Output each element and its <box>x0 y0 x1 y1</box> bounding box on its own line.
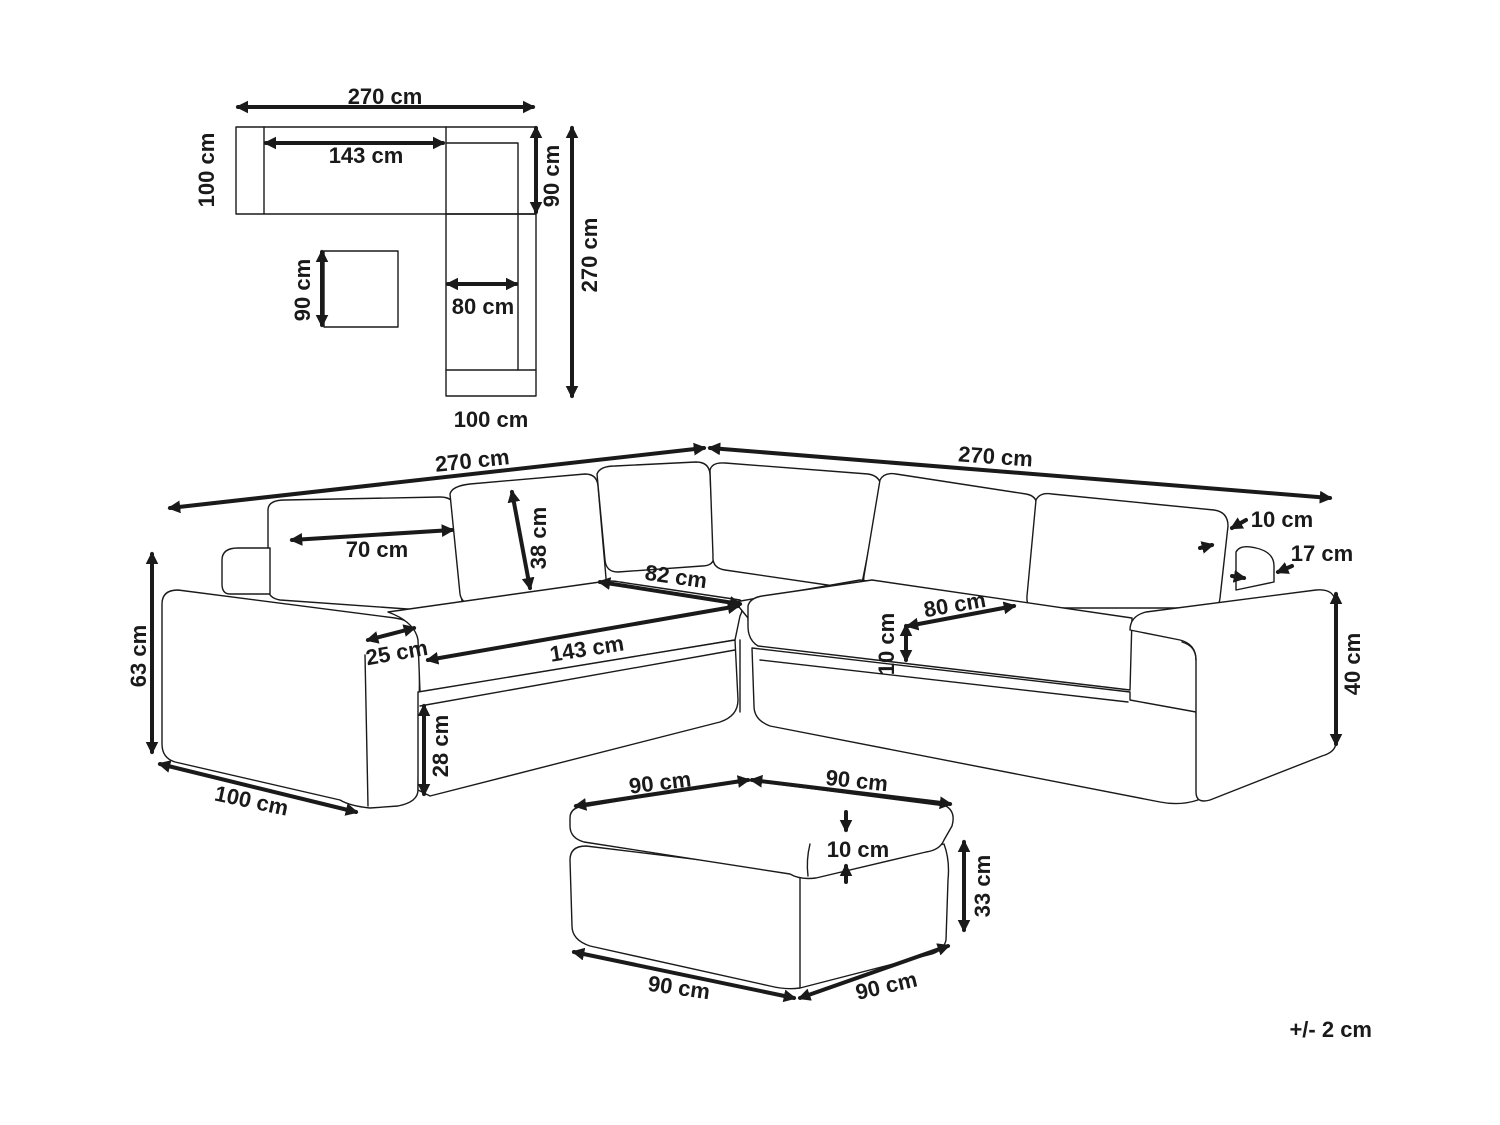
plan-inner-label: 143 cm <box>329 143 404 168</box>
corner-seat-arrow <box>597 577 743 609</box>
tolerance-note: +/- 2 cm <box>1289 1017 1372 1042</box>
ottoman-top-left-arrow <box>573 775 751 811</box>
back-thickness-arrow <box>1198 541 1215 554</box>
cushion-width-arrow <box>289 524 455 546</box>
arm-height-label: 40 cm <box>1340 633 1365 695</box>
ottoman-bottom-right-arrow <box>797 943 951 1001</box>
arm-thickness-label: 17 cm <box>1291 541 1353 566</box>
right-length-label: 270 cm <box>957 441 1033 471</box>
right-seat <box>747 579 1133 691</box>
ottoman-cushion-label: 10 cm <box>827 837 889 862</box>
sofa-view: 270 cm 270 cm 70 cm 38 cm 82 cm 143 cm 2… <box>126 441 1365 820</box>
arm-thickness-arrow <box>1230 570 1247 583</box>
ottoman-height-label: 33 cm <box>970 855 995 917</box>
side-depth-arrow <box>157 760 359 816</box>
cushion-width-label: 70 cm <box>346 537 408 562</box>
plan-ottoman-label: 90 cm <box>290 259 315 321</box>
ottoman-top-right-arrow <box>749 774 953 810</box>
plan-width-label: 270 cm <box>348 84 423 109</box>
seat-height-label: 28 cm <box>428 715 453 777</box>
ottoman-bottom-left-arrow <box>571 947 797 1003</box>
right-base <box>751 647 1199 805</box>
cushion-height-arrow <box>507 489 535 591</box>
plan-corner-label: 90 cm <box>539 145 564 207</box>
right-length-arrow <box>707 442 1333 504</box>
seat-depth-arrow <box>905 601 1017 631</box>
plan-chaise-label: 100 cm <box>454 407 529 432</box>
plan-chaise-inner-label: 80 cm <box>452 294 514 319</box>
plan-view: 270 cm 143 cm 100 cm 90 cm 270 cm 80 cm … <box>194 84 602 432</box>
plan-depth-label: 270 cm <box>577 218 602 293</box>
seat-cushion-label: 10 cm <box>874 613 899 675</box>
left-length-arrow <box>167 442 707 514</box>
back-cushions <box>267 461 1229 613</box>
cushion-height-label: 38 cm <box>526 507 551 569</box>
plan-seat-depth-label: 100 cm <box>194 133 219 208</box>
ottoman-view: 90 cm 90 cm 10 cm 33 cm 90 cm 90 cm <box>569 765 995 1005</box>
left-base <box>417 639 739 797</box>
seat-length-arrow <box>425 601 741 665</box>
back-thickness-arrow-2 <box>1229 517 1248 530</box>
arm-width-arrow <box>365 624 417 644</box>
back-thickness-label: 10 cm <box>1251 507 1313 532</box>
arm-thickness-arrow-2 <box>1275 562 1294 574</box>
ottoman-bottom-left-label: 90 cm <box>646 971 711 1004</box>
total-height-label: 63 cm <box>126 625 151 687</box>
